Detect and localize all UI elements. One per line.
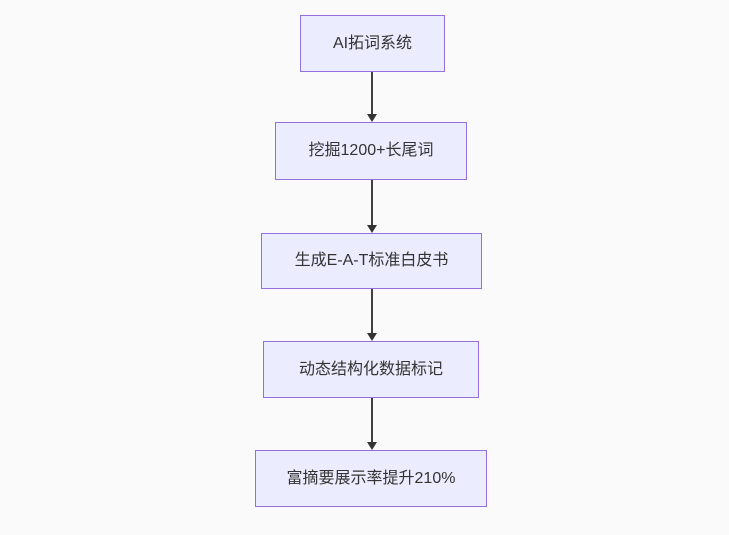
arrow-head-icon xyxy=(366,333,377,341)
arrow-head-icon xyxy=(366,225,377,233)
node-label: AI拓词系统 xyxy=(332,34,413,52)
node-label: 生成E-A-T标准白皮书 xyxy=(294,252,449,270)
flowchart-node-ai-word-expansion-system: AI拓词系统 xyxy=(300,15,445,72)
flowchart-edge-4 xyxy=(365,398,378,450)
node-label: 动态结构化数据标记 xyxy=(298,360,443,378)
flowchart-node-mine-longtail-keywords: 挖掘1200+长尾词 xyxy=(275,122,467,180)
arrow-line xyxy=(370,398,373,442)
arrow-head-icon xyxy=(366,442,377,450)
flowchart-node-dynamic-structured-data-markup: 动态结构化数据标记 xyxy=(263,341,479,398)
arrow-head-icon xyxy=(366,114,377,122)
flowchart-edge-1 xyxy=(365,72,378,122)
arrow-line xyxy=(370,180,373,225)
flowchart-node-generate-eat-whitepaper: 生成E-A-T标准白皮书 xyxy=(261,233,482,289)
arrow-line xyxy=(370,72,373,114)
flowchart-edge-2 xyxy=(365,180,378,233)
node-label: 挖掘1200+长尾词 xyxy=(308,142,434,160)
flowchart-edge-3 xyxy=(365,289,378,341)
node-label: 富摘要展示率提升210% xyxy=(286,469,456,487)
flowchart-node-rich-snippet-rate-increase: 富摘要展示率提升210% xyxy=(255,450,487,507)
arrow-line xyxy=(370,289,373,333)
